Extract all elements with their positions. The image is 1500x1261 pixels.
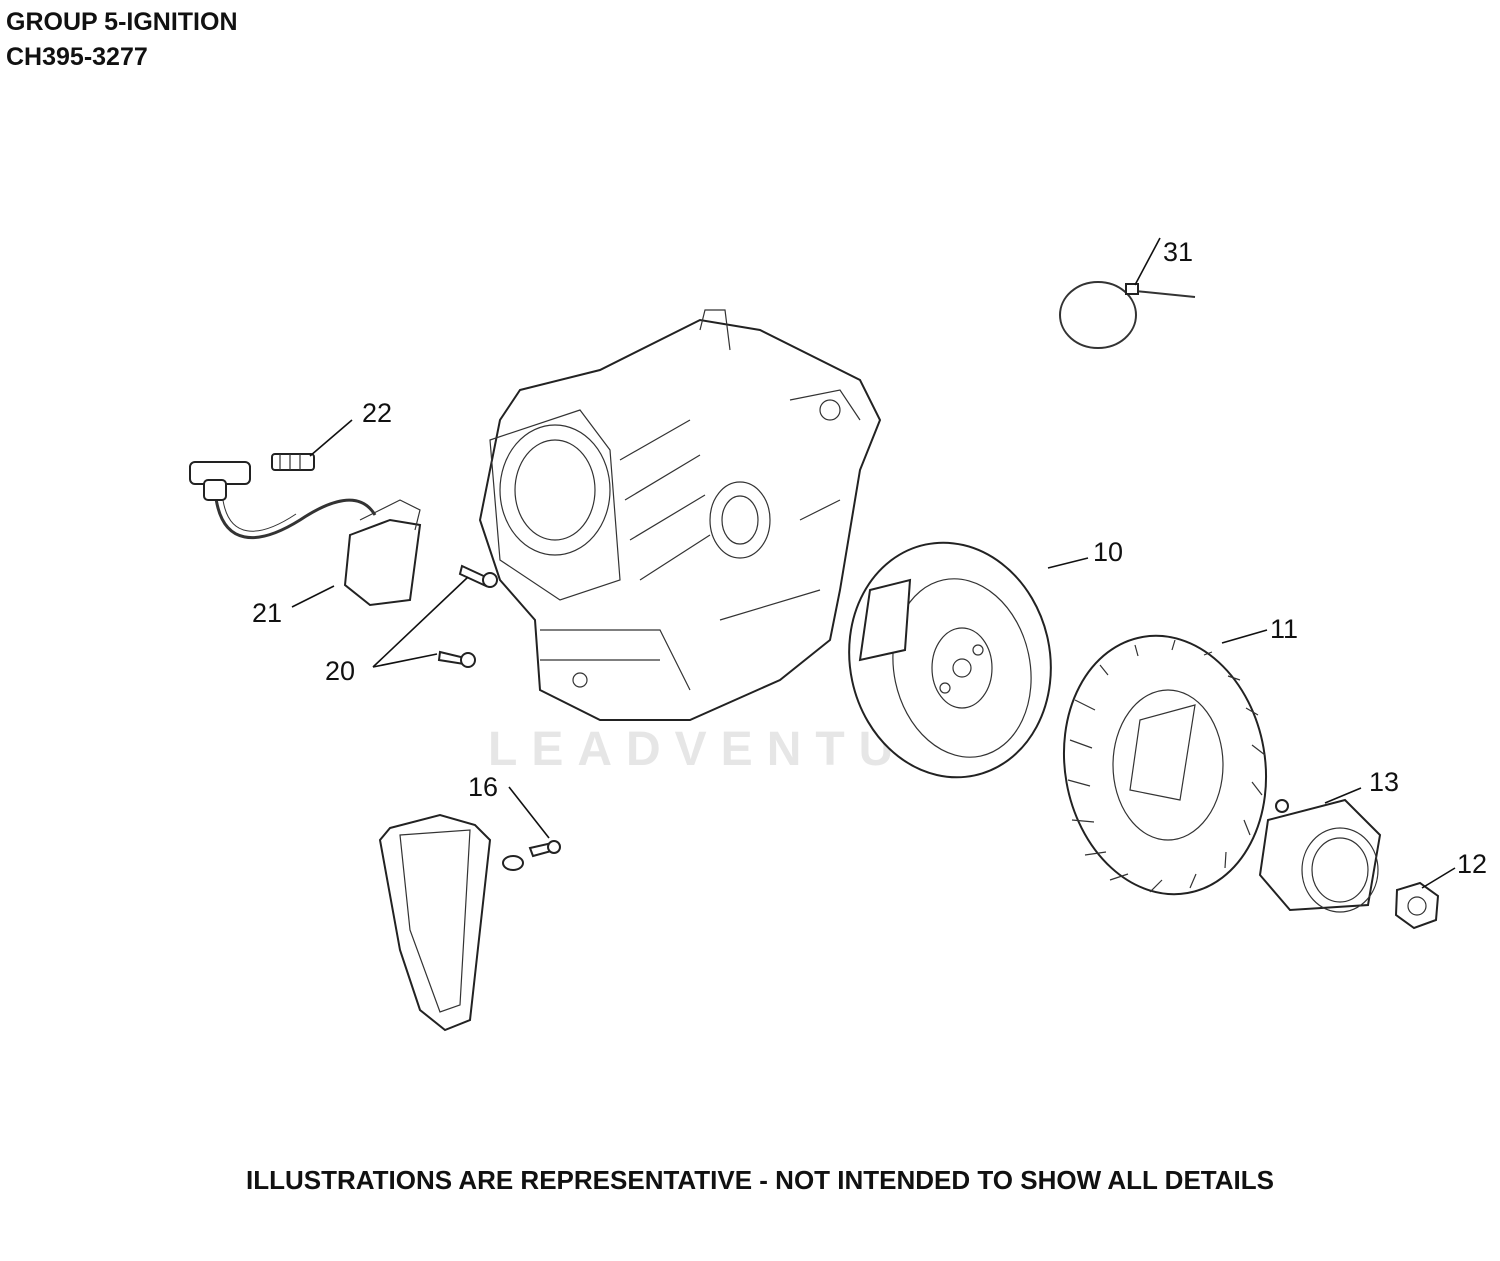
leader-line-13	[1324, 787, 1362, 804]
callout-31: 31	[1163, 237, 1193, 267]
callout-20: 20	[325, 656, 355, 686]
leader-line-20a	[372, 576, 469, 668]
callout-22: 22	[362, 398, 392, 428]
callout-12: 12	[1457, 849, 1487, 879]
washer-and-screw	[502, 840, 561, 871]
leader-line-16	[508, 786, 550, 839]
diagram-title: GROUP 5-IGNITION	[6, 8, 238, 36]
flywheel	[848, 541, 1052, 779]
flange-nut	[1394, 881, 1440, 930]
callout-13: 13	[1369, 767, 1399, 797]
leader-line-11	[1221, 629, 1268, 644]
starter-cup	[1258, 798, 1382, 913]
model-number: CH395-3277	[6, 43, 148, 71]
leader-line-20b	[372, 653, 438, 668]
leader-line-21	[291, 585, 335, 608]
callout-10: 10	[1093, 537, 1123, 567]
leader-line-31	[1134, 237, 1161, 286]
air-baffle	[378, 813, 492, 1032]
ignition-module	[189, 461, 422, 607]
engine-block	[478, 309, 882, 721]
callout-16: 16	[468, 772, 498, 802]
callout-11: 11	[1270, 614, 1298, 644]
cooling-fan	[1062, 634, 1268, 896]
module-screws	[437, 564, 498, 668]
leader-line-10	[1047, 557, 1089, 569]
disclaimer-footer: ILLUSTRATIONS ARE REPRESENTATIVE - NOT I…	[246, 1165, 1274, 1195]
cable-tie	[1059, 281, 1196, 349]
leader-line-22	[309, 419, 353, 457]
leader-line-12	[1421, 867, 1456, 889]
callout-21: 21	[252, 598, 282, 628]
spark-plug	[271, 453, 315, 471]
